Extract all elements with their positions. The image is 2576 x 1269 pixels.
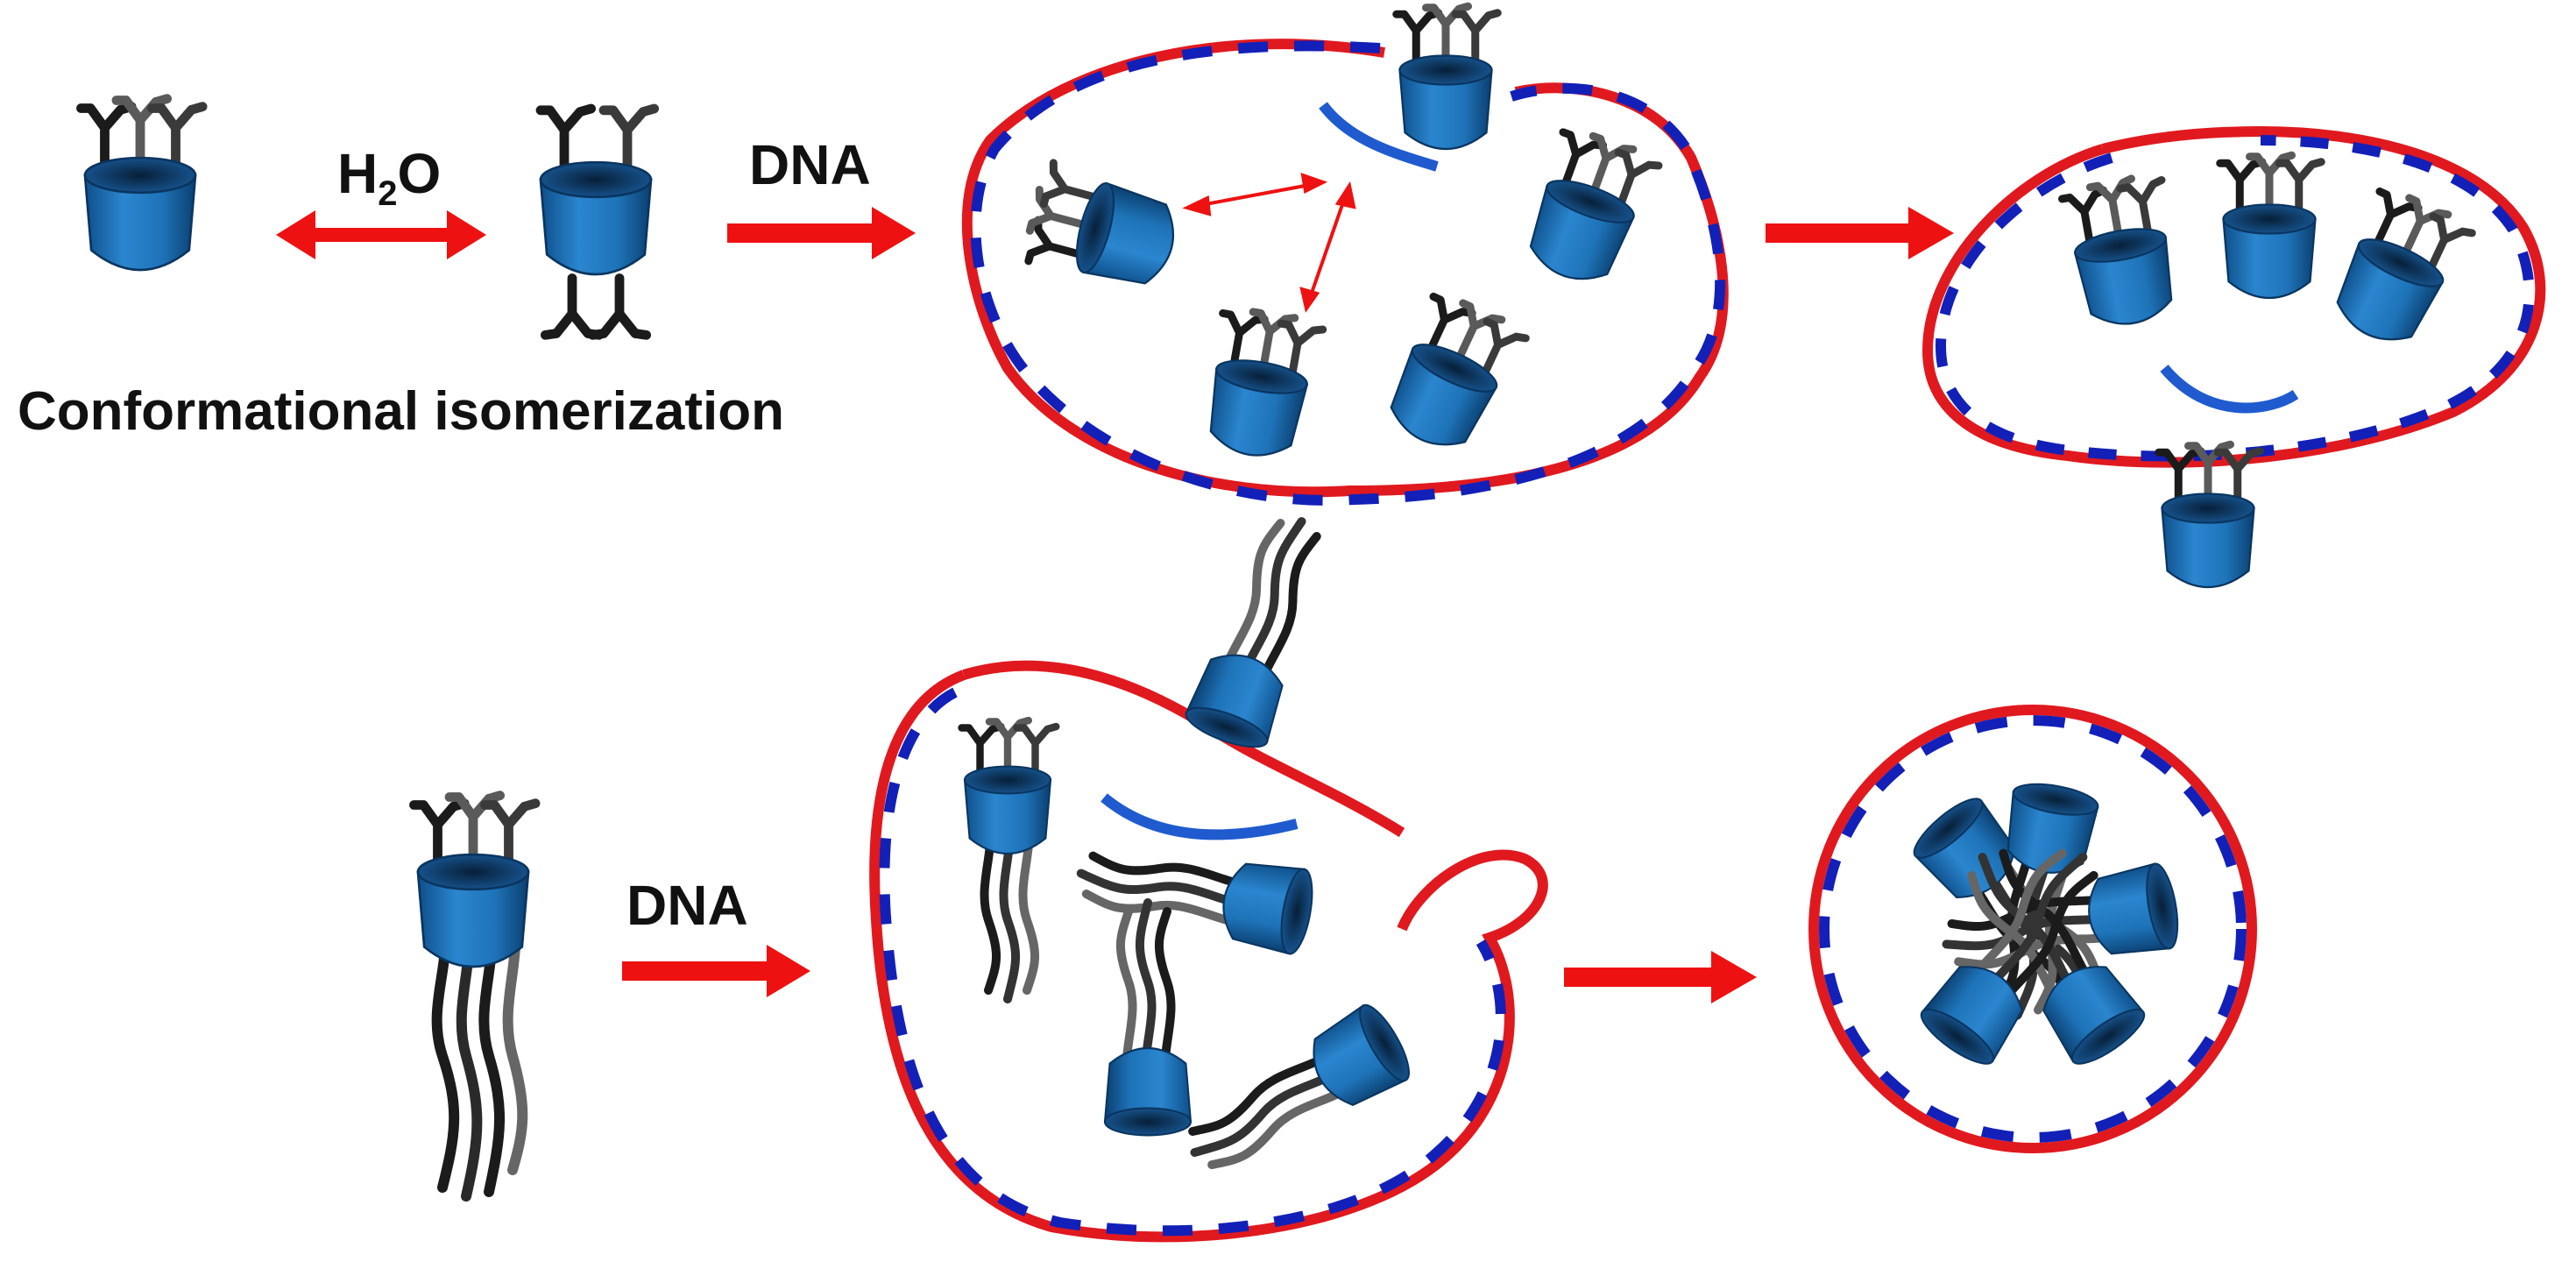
amphiphile-cup-open — [81, 99, 203, 270]
dna-label-top: DNA — [749, 133, 871, 196]
dna-complex-compact — [1921, 125, 2546, 587]
equilibrium-arrow — [276, 210, 486, 259]
dna-arrow-top — [727, 207, 916, 259]
amphiphile-cup-tails — [414, 796, 536, 1196]
condensation-arrow-bottom — [1564, 951, 1757, 1003]
dna-label-bottom: DNA — [626, 874, 748, 937]
condensation-arrow-top — [1766, 207, 1954, 259]
dna-complex-loose — [961, 6, 1729, 506]
amphiphile-cup-isomer — [541, 109, 655, 335]
water-label: H2O — [337, 142, 441, 213]
dna-arrow-bottom — [622, 945, 810, 997]
dna-micelle-loose — [869, 507, 1548, 1243]
dna-micelle-compact — [1808, 705, 2257, 1153]
isomerization-label: Conformational isomerization — [18, 381, 784, 442]
